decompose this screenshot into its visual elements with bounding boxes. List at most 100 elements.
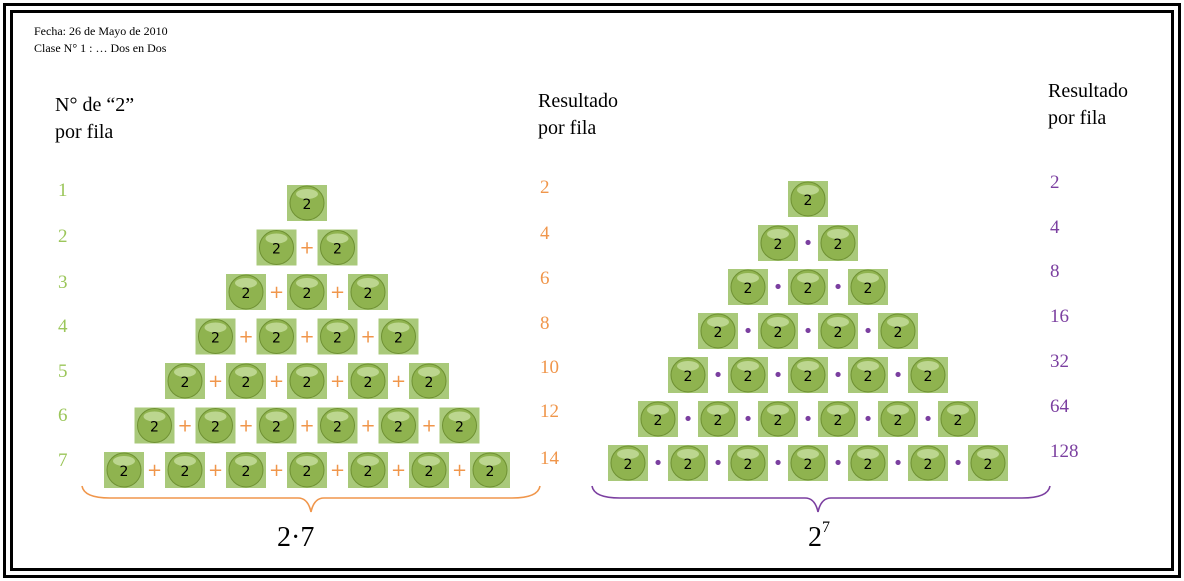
operator-sign: + bbox=[330, 460, 345, 481]
operator-sign: • bbox=[923, 409, 934, 430]
class-title: Clase N° 1 : … Dos en Dos bbox=[34, 41, 167, 55]
operator-sign: • bbox=[803, 233, 814, 254]
two-ball: 2 bbox=[698, 401, 738, 437]
two-ball: 2 bbox=[134, 407, 175, 444]
sum-formula: 2·7 bbox=[277, 522, 315, 553]
two-label: 2 bbox=[242, 286, 251, 302]
two-label: 2 bbox=[272, 331, 281, 347]
two-label: 2 bbox=[744, 281, 753, 297]
operator-sign: + bbox=[147, 460, 162, 481]
two-ball: 2 bbox=[226, 274, 266, 310]
two-ball: 2 bbox=[638, 401, 678, 437]
operator-sign: + bbox=[269, 371, 284, 392]
two-label: 2 bbox=[834, 413, 843, 429]
operator-sign: + bbox=[269, 460, 284, 481]
two-label: 2 bbox=[774, 325, 783, 341]
two-label: 2 bbox=[624, 457, 633, 473]
inner-frame bbox=[10, 10, 1174, 571]
two-ball: 2 bbox=[226, 452, 266, 488]
two-ball: 2 bbox=[758, 313, 798, 349]
row-count: 2 bbox=[58, 226, 68, 247]
two-label: 2 bbox=[333, 420, 342, 436]
two-label: 2 bbox=[486, 464, 495, 480]
operator-sign: + bbox=[360, 327, 375, 348]
row-count: 1 bbox=[58, 180, 68, 201]
two-label: 2 bbox=[774, 413, 783, 429]
two-label: 2 bbox=[864, 457, 873, 473]
two-label: 2 bbox=[834, 237, 843, 253]
two-label: 2 bbox=[684, 369, 693, 385]
two-label: 2 bbox=[425, 464, 434, 480]
two-ball: 2 bbox=[317, 318, 358, 355]
operator-sign: + bbox=[208, 371, 223, 392]
two-label: 2 bbox=[303, 197, 312, 213]
two-label: 2 bbox=[242, 375, 251, 391]
two-label: 2 bbox=[364, 464, 373, 480]
two-ball: 2 bbox=[878, 313, 918, 349]
row-count: 4 bbox=[58, 316, 68, 337]
sum-result: 10 bbox=[540, 357, 559, 378]
two-label: 2 bbox=[954, 413, 963, 429]
operator-sign: • bbox=[893, 453, 904, 474]
operator-sign: + bbox=[238, 327, 253, 348]
product-result-header: Resultado por fila bbox=[1048, 78, 1128, 132]
two-ball: 2 bbox=[256, 407, 297, 444]
count-header-line1: N° de “2” bbox=[55, 94, 135, 116]
two-label: 2 bbox=[120, 464, 129, 480]
two-ball: 2 bbox=[848, 269, 888, 305]
two-label: 2 bbox=[984, 457, 993, 473]
two-ball: 2 bbox=[104, 452, 144, 488]
two-label: 2 bbox=[181, 464, 190, 480]
two-label: 2 bbox=[744, 369, 753, 385]
two-ball: 2 bbox=[818, 401, 858, 437]
two-label: 2 bbox=[333, 242, 342, 258]
operator-sign: • bbox=[833, 365, 844, 386]
two-ball: 2 bbox=[848, 445, 888, 481]
two-label: 2 bbox=[272, 242, 281, 258]
operator-sign: • bbox=[773, 365, 784, 386]
product-result: 8 bbox=[1050, 261, 1060, 282]
operator-sign: + bbox=[391, 371, 406, 392]
sum-result: 14 bbox=[540, 448, 559, 469]
two-ball: 2 bbox=[317, 407, 358, 444]
operator-sign: + bbox=[269, 282, 284, 303]
sum-result: 4 bbox=[540, 223, 550, 244]
operator-sign: • bbox=[713, 365, 724, 386]
two-ball: 2 bbox=[788, 269, 828, 305]
operator-sign: + bbox=[360, 416, 375, 437]
sum-result-header-line2: por fila bbox=[538, 117, 597, 139]
two-label: 2 bbox=[303, 375, 312, 391]
two-label: 2 bbox=[272, 420, 281, 436]
operator-sign: + bbox=[177, 416, 192, 437]
two-label: 2 bbox=[714, 325, 723, 341]
operator-sign: • bbox=[773, 453, 784, 474]
operator-sign: + bbox=[330, 282, 345, 303]
two-label: 2 bbox=[425, 375, 434, 391]
operator-sign: • bbox=[743, 321, 754, 342]
operator-sign: + bbox=[299, 416, 314, 437]
two-ball: 2 bbox=[818, 313, 858, 349]
product-result-header-line2: por fila bbox=[1048, 107, 1107, 129]
product-result: 4 bbox=[1050, 217, 1060, 238]
two-ball: 2 bbox=[287, 185, 327, 221]
operator-sign: • bbox=[773, 277, 784, 298]
two-ball: 2 bbox=[968, 445, 1008, 481]
row-count: 5 bbox=[58, 361, 68, 382]
two-ball: 2 bbox=[287, 363, 327, 399]
two-ball: 2 bbox=[226, 363, 266, 399]
two-ball: 2 bbox=[788, 445, 828, 481]
operator-sign: • bbox=[803, 409, 814, 430]
two-ball: 2 bbox=[728, 269, 768, 305]
two-ball: 2 bbox=[788, 357, 828, 393]
product-result: 32 bbox=[1050, 351, 1069, 372]
two-ball: 2 bbox=[908, 357, 948, 393]
product-result: 128 bbox=[1050, 441, 1079, 462]
two-ball: 2 bbox=[256, 318, 297, 355]
product-brace bbox=[591, 485, 1051, 513]
two-ball: 2 bbox=[728, 357, 768, 393]
operator-sign: + bbox=[452, 460, 467, 481]
two-label: 2 bbox=[804, 281, 813, 297]
row-count: 3 bbox=[58, 272, 68, 293]
two-label: 2 bbox=[834, 325, 843, 341]
